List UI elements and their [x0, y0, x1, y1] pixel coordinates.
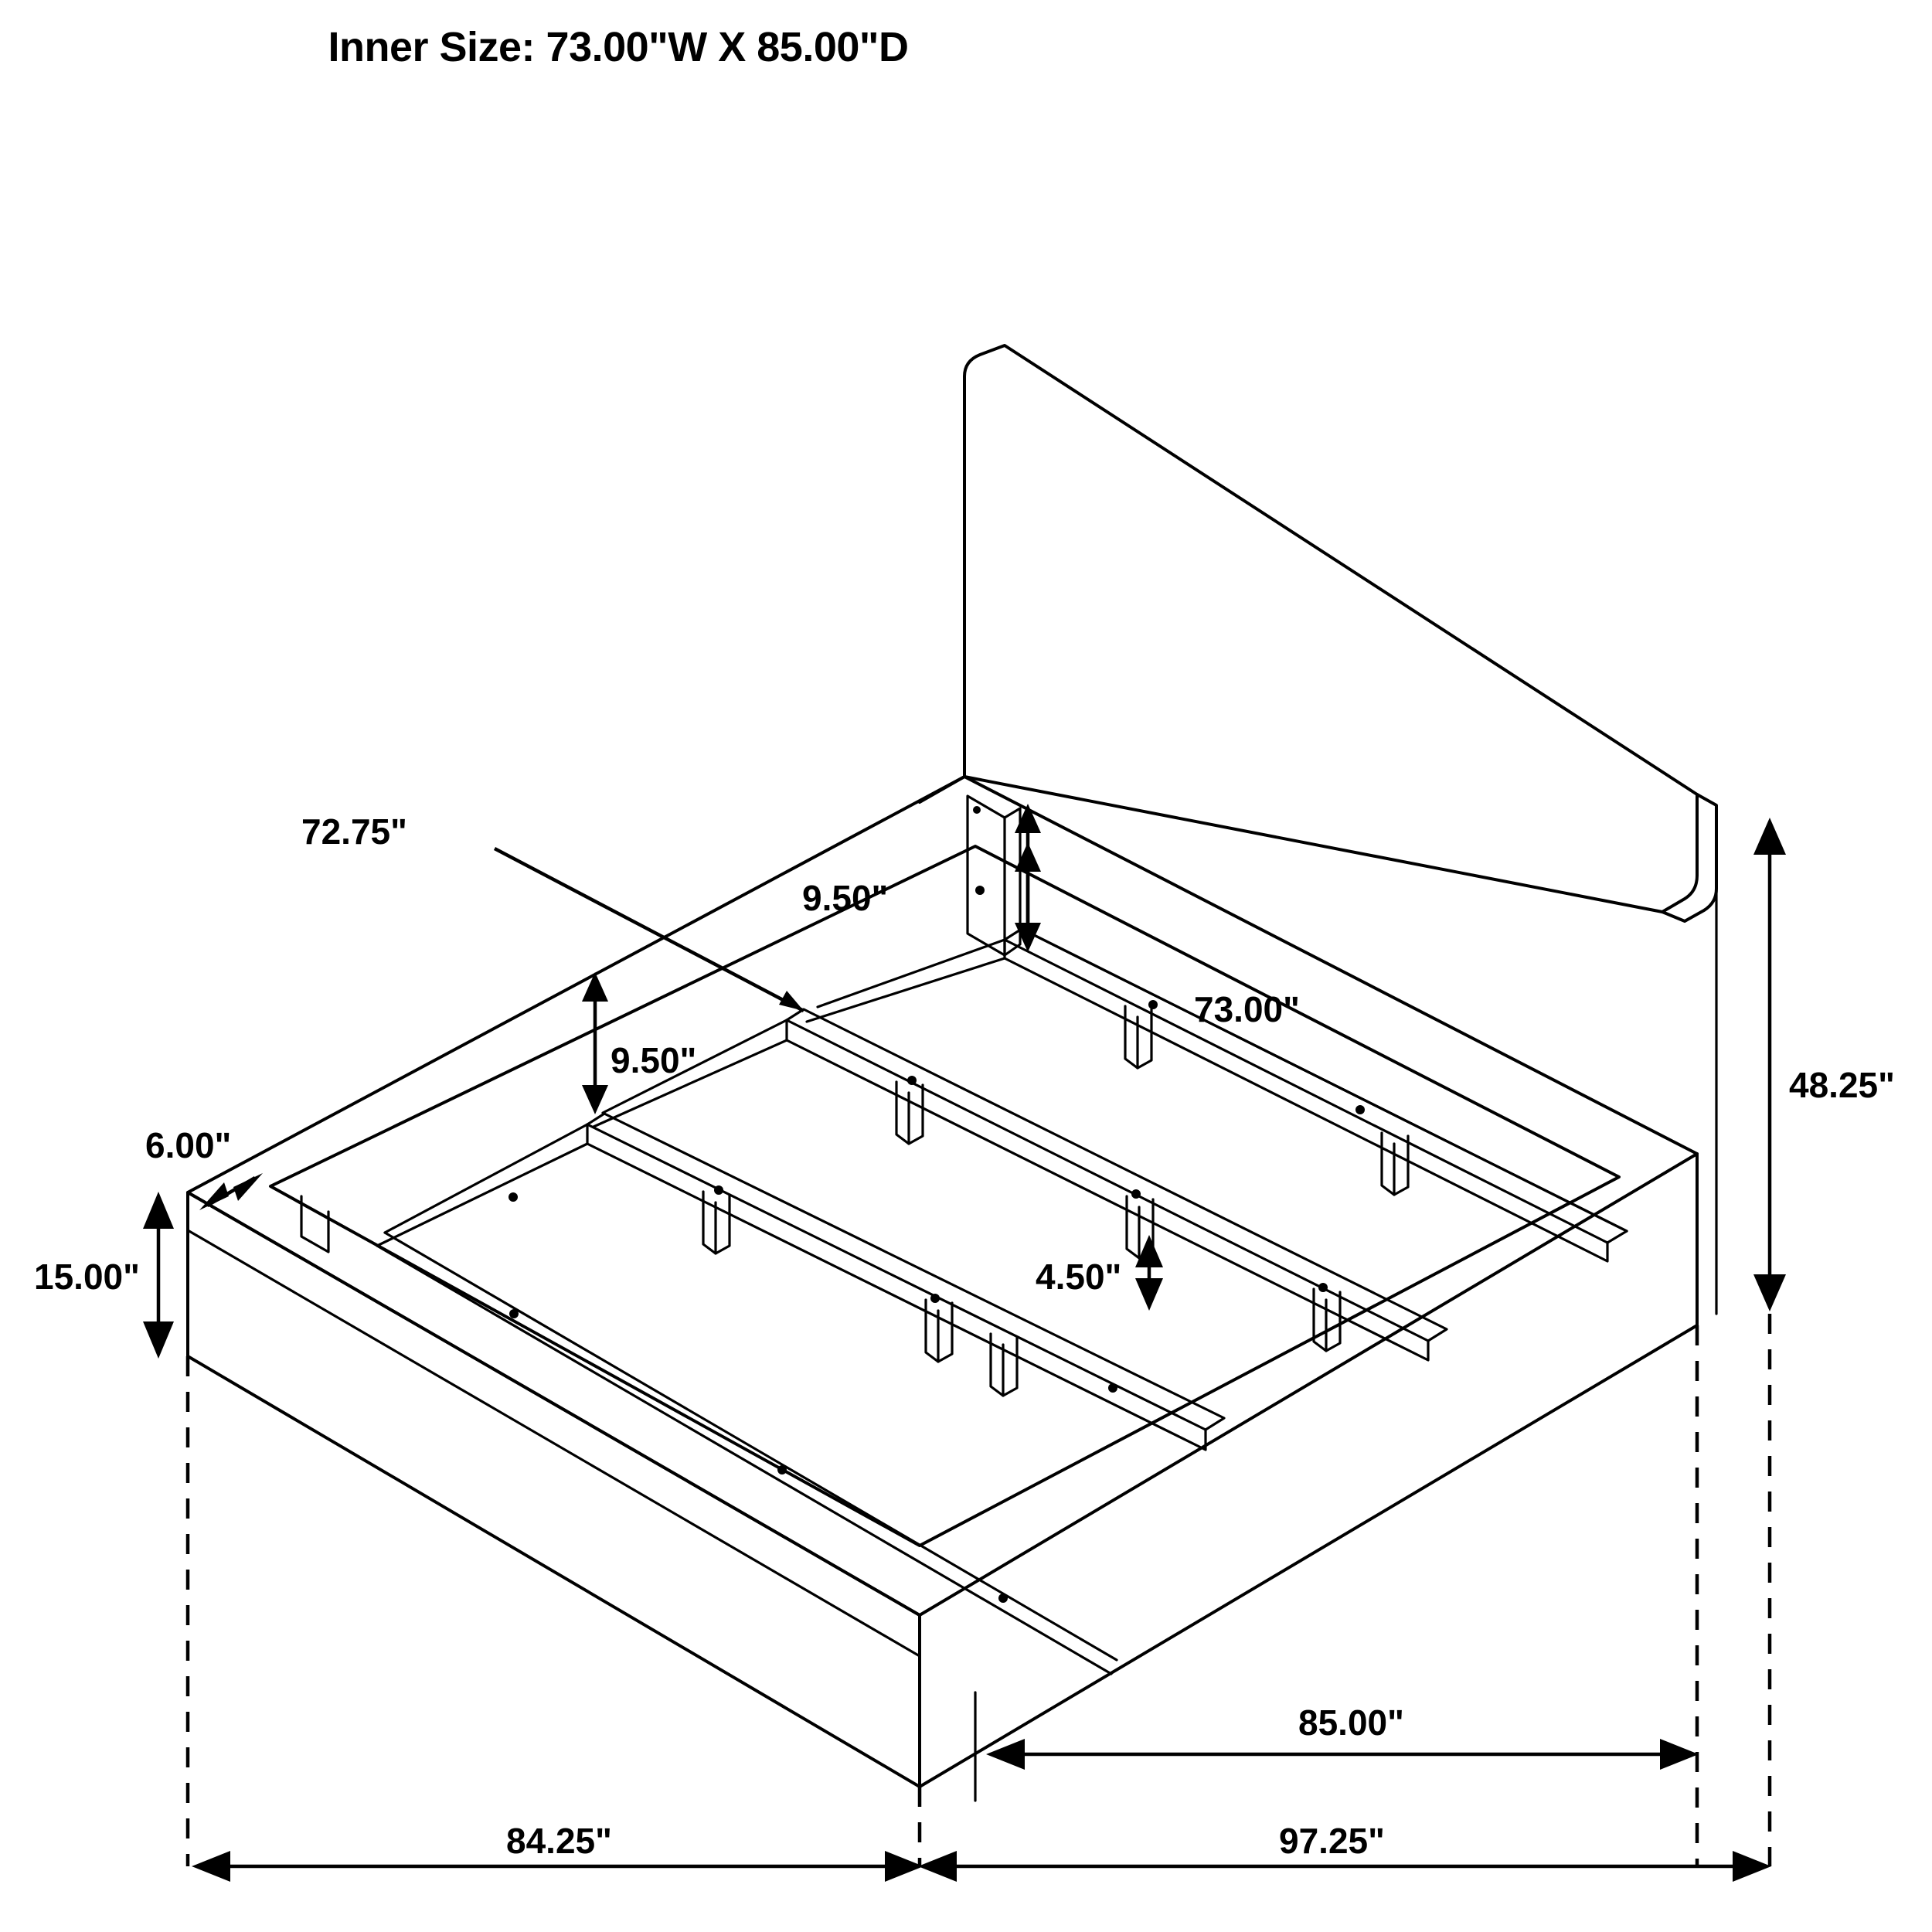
dimension-label: 73.00" — [1194, 989, 1300, 1029]
dimension-label: 6.00" — [145, 1125, 231, 1165]
dimension-overall-width: 84.25" — [192, 1821, 923, 1882]
slat — [586, 1112, 1226, 1451]
dimension-overall-depth: 97.25" — [918, 1821, 1771, 1882]
dimension-inner-width: 73.00" — [1194, 989, 1300, 1029]
dimension-rail-top-inset: 6.00" — [145, 1125, 263, 1210]
dimension-inner-depth: 85.00" — [974, 1691, 1699, 1802]
extension-lines — [185, 1314, 1772, 1866]
page-title: Inner Size: 73.00"W X 85.00"D — [328, 24, 909, 70]
slat-rail — [805, 938, 1006, 1023]
dimension-label: 84.25" — [506, 1821, 612, 1861]
dimension-slat-length: 72.75" — [301, 811, 805, 1012]
bed-frame-box — [186, 775, 1699, 1788]
headboard — [918, 344, 1718, 923]
slat-rail — [592, 1019, 788, 1128]
dimension-frame-height: 15.00" — [34, 1192, 174, 1359]
dimension-label: 9.50" — [611, 1040, 696, 1080]
slat — [1003, 927, 1628, 1263]
dimension-label: 48.25" — [1789, 1065, 1895, 1105]
dimension-label: 15.00" — [34, 1257, 140, 1297]
dimension-center-gap: 9.50" — [582, 972, 696, 1114]
dimension-leg-height: 4.50" — [1036, 1235, 1163, 1311]
dimension-label: 9.50" — [802, 878, 888, 918]
slat-system — [376, 927, 1628, 1675]
inner-side-rail-right — [1020, 927, 1628, 1233]
headboard-bracket-plate — [966, 794, 1022, 957]
slat-rail — [376, 1123, 589, 1247]
dimension-headboard-gap: 9.50" — [802, 804, 1041, 952]
slat — [785, 1008, 1448, 1362]
dimension-headboard-height: 48.25" — [1715, 810, 1895, 1315]
inner-side-rail-left — [376, 1231, 1118, 1675]
dimension-label: 4.50" — [1036, 1257, 1121, 1297]
dimension-label: 97.25" — [1279, 1821, 1385, 1861]
dimension-label: 72.75" — [301, 811, 407, 852]
dimension-label: 85.00" — [1298, 1702, 1404, 1743]
